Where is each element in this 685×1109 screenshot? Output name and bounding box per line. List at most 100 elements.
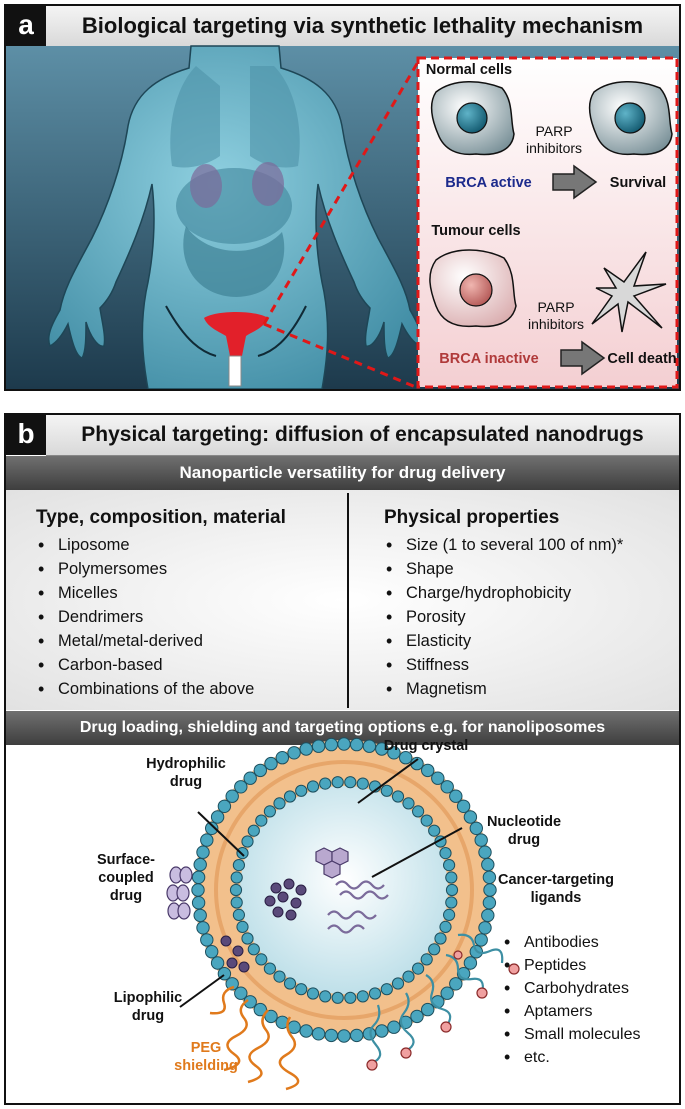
human-body-icon bbox=[48, 45, 422, 389]
drug-crystal-icon bbox=[315, 847, 349, 879]
lipid-head-icon bbox=[193, 857, 207, 872]
lipid-head-icon bbox=[234, 986, 248, 1000]
list-item: Polymersomes bbox=[36, 557, 254, 581]
nucleotide-label-1: Nucleotide bbox=[486, 814, 562, 830]
lipid-head-icon bbox=[241, 932, 254, 945]
tumour-nucleus-icon bbox=[459, 273, 493, 307]
lipid-head-icon bbox=[255, 953, 268, 966]
lipid-head-icon bbox=[428, 943, 441, 956]
lipid-head-icon bbox=[299, 742, 313, 756]
lipid-head-icon bbox=[225, 977, 239, 991]
lipid-head-icon bbox=[439, 847, 452, 860]
list-item: Charge/hydrophobicity bbox=[384, 581, 623, 605]
lipid-head-icon bbox=[191, 870, 206, 884]
surviving-nucleus-icon bbox=[614, 102, 646, 134]
lipid-head-icon bbox=[391, 977, 405, 990]
lipid-head-icon bbox=[264, 756, 278, 771]
lipid-head-icon bbox=[230, 896, 243, 909]
lipid-head-icon bbox=[356, 777, 369, 790]
type-list: Liposome Polymersomes Micelles Dendrimer… bbox=[36, 533, 254, 701]
cell-death-label: Cell death bbox=[607, 351, 677, 367]
list-item: Porosity bbox=[384, 605, 623, 629]
lipid-head-icon bbox=[478, 921, 492, 935]
lipid-head-icon bbox=[275, 751, 289, 765]
lipid-head-icon bbox=[445, 871, 458, 884]
parp-label-1: PARP bbox=[535, 123, 573, 139]
cancer-targeting-label-1: Cancer-targeting bbox=[497, 872, 615, 888]
lipid-head-icon bbox=[193, 908, 207, 923]
lipid-head-icon bbox=[344, 776, 357, 789]
list-item: etc. bbox=[502, 1046, 640, 1069]
lipid-head-icon bbox=[350, 737, 364, 752]
lipid-head-icon bbox=[356, 990, 369, 1003]
ligand-list: Antibodies Peptides Carbohydrates Aptame… bbox=[502, 931, 640, 1069]
peg-chain-icon bbox=[209, 985, 300, 1091]
panel-b-title: Physical targeting: diffusion of encapsu… bbox=[46, 415, 679, 456]
list-item: Shape bbox=[384, 557, 623, 581]
lipid-head-icon bbox=[247, 824, 260, 837]
surface-coupled-label-1: Surface- bbox=[96, 852, 156, 868]
lipid-head-icon bbox=[255, 814, 268, 827]
surface-coupled-drug-icon bbox=[166, 866, 193, 920]
arrow-icon bbox=[560, 340, 606, 376]
panel-a-illustration bbox=[6, 45, 679, 389]
lipid-head-icon bbox=[283, 790, 297, 803]
lipid-head-icon bbox=[478, 845, 492, 859]
lipid-head-icon bbox=[402, 970, 415, 983]
panel-a-title: Biological targeting via synthetic letha… bbox=[46, 6, 679, 47]
list-item: Liposome bbox=[36, 533, 254, 557]
lipid-head-icon bbox=[431, 771, 445, 785]
lipid-head-icon bbox=[469, 821, 483, 835]
lipid-head-icon bbox=[243, 771, 257, 785]
lipid-head-icon bbox=[299, 1024, 313, 1038]
lipid-head-icon bbox=[331, 776, 344, 789]
lipid-head-icon bbox=[229, 883, 243, 897]
lipid-head-icon bbox=[387, 1020, 401, 1034]
nucleotide-label-2: drug bbox=[507, 832, 541, 848]
lipid-head-icon bbox=[440, 986, 454, 1000]
list-item: Magnetism bbox=[384, 677, 623, 701]
lipid-head-icon bbox=[440, 780, 454, 794]
list-item: Peptides bbox=[502, 954, 640, 977]
lipid-head-icon bbox=[205, 945, 219, 959]
lipid-head-icon bbox=[402, 797, 415, 810]
list-item: Small molecules bbox=[502, 1023, 640, 1046]
lipid-head-icon bbox=[463, 810, 478, 824]
lipid-head-icon bbox=[306, 987, 320, 1000]
lipid-head-icon bbox=[481, 908, 495, 923]
panel-a: a Biological targeting via synthetic let… bbox=[4, 4, 681, 391]
lipid-head-icon bbox=[287, 746, 301, 760]
dead-cell-icon bbox=[591, 251, 667, 333]
lipid-head-icon bbox=[324, 1028, 338, 1043]
lipid-head-icon bbox=[306, 780, 320, 793]
lipid-head-icon bbox=[337, 1029, 351, 1043]
lipid-head-icon bbox=[324, 737, 338, 752]
lipid-head-icon bbox=[217, 799, 232, 813]
lipid-head-icon bbox=[236, 847, 249, 860]
lipid-head-icon bbox=[456, 799, 471, 813]
lipid-head-icon bbox=[380, 983, 393, 996]
lipid-head-icon bbox=[368, 987, 382, 1000]
lipid-head-icon bbox=[434, 932, 447, 945]
normal-cells-label: Normal cells bbox=[425, 62, 513, 78]
lipid-head-icon bbox=[205, 821, 219, 835]
versatility-bar: Nanoparticle versatility for drug delive… bbox=[6, 456, 679, 490]
lipophilic-drug-icon bbox=[220, 935, 250, 973]
inhibitors-label-2: inhibitors bbox=[527, 316, 585, 332]
drug-crystal-label: Drug crystal bbox=[383, 738, 469, 754]
lipophilic-label-1: Lipophilic bbox=[113, 990, 183, 1006]
lipid-head-icon bbox=[283, 977, 297, 990]
lipid-head-icon bbox=[331, 991, 344, 1004]
lipid-head-icon bbox=[234, 780, 248, 794]
leader-lines bbox=[179, 758, 463, 1008]
brca-inactive-label: BRCA inactive bbox=[439, 351, 539, 367]
lipid-head-icon bbox=[225, 789, 239, 803]
inhibitors-label-1: inhibitors bbox=[525, 140, 583, 156]
nucleotide-drug-icon bbox=[327, 880, 389, 934]
aqueous-core bbox=[240, 786, 448, 994]
lipid-head-icon bbox=[295, 784, 308, 797]
lipid-head-icon bbox=[210, 956, 225, 970]
normal-nucleus-icon bbox=[456, 102, 488, 134]
lipid-head-icon bbox=[196, 845, 210, 859]
lipid-head-icon bbox=[421, 763, 435, 778]
